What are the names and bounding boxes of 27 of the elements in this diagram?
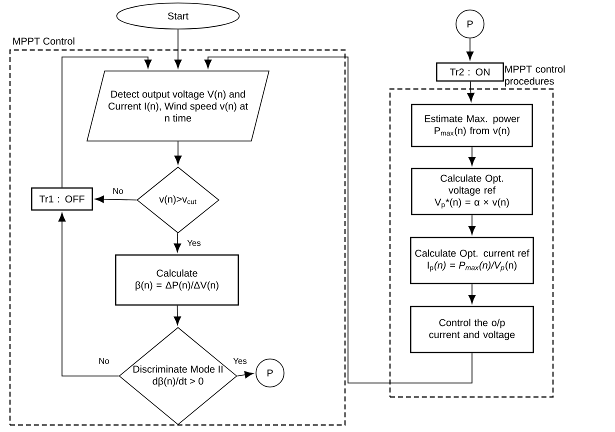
arrow (174, 141, 182, 164)
arrow (468, 284, 476, 304)
input-parallelogram: Detect output voltage V(n) and Current I(n), Wind speed v(n) at n time (86, 70, 270, 142)
edge-label: No (98, 357, 110, 365)
edge-label: No (112, 187, 124, 195)
arrow (174, 232, 182, 252)
arrow (467, 81, 474, 102)
process-box: Tr1 : OFF (31, 187, 93, 211)
edge-label: Yes (186, 239, 202, 247)
arrow (95, 196, 137, 203)
arrow (62, 56, 152, 188)
process-box: Tr2 : ON (436, 62, 504, 82)
process-box: Control the o/p current and voltage (410, 306, 534, 354)
process-box: Estimate Max. power P$_{max}$(n) from v(n) (411, 104, 533, 148)
arrow (468, 146, 476, 166)
arrow (466, 38, 474, 60)
arrow (204, 56, 472, 384)
arrow (174, 305, 182, 326)
arrow (236, 371, 254, 378)
process-box: Calculate Opt. current ref I$_{p}$(n) = P$_{max}$(n)/V$_{p}$(n) (410, 236, 534, 284)
arrow (58, 212, 120, 376)
process-box: Calculate Opt. voltage ref V$_{p}$*(n) = α × v(n) (411, 168, 533, 216)
node-label: MPPT control procedures (505, 65, 565, 87)
process-box: Calculate β(n) = ΔP(n)/ΔV(n) (115, 254, 239, 306)
arrow (468, 214, 476, 235)
node-label: MPPT Control (13, 37, 74, 45)
arrow (174, 29, 182, 68)
